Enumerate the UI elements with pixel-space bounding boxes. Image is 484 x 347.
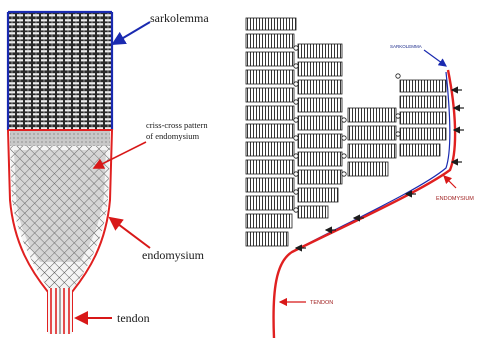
- sarkolemma-arrow: [113, 22, 150, 44]
- endomysium-transition-band: [10, 130, 110, 146]
- criss-cross-label-line1: criss-cross pattern: [146, 120, 208, 130]
- tendon-strands: [48, 288, 72, 334]
- sarkolemma-label: sarkolemma: [150, 11, 209, 25]
- sarkolemma-label-right: SARKOLEMMA: [390, 44, 422, 49]
- sarkolemma-arrow-right: [424, 50, 446, 66]
- endomysium-label: endomysium: [142, 248, 205, 262]
- endomysium-arrow-right: [444, 176, 456, 188]
- left-figure: sarkolemma criss-cross pattern of endomy…: [8, 11, 209, 334]
- striated-fiber-top: [8, 12, 112, 130]
- endomysium-label-right: ENDOMYSIUM: [436, 196, 474, 202]
- criss-cross-label-line2: of endomysium: [146, 131, 200, 141]
- tendon-label: tendon: [117, 311, 150, 325]
- endomysium-arrow: [110, 218, 150, 248]
- tendon-label-right: TENDON: [310, 300, 333, 306]
- myofibril-blocks: [246, 18, 446, 246]
- right-figure: SARKOLEMMA ENDOMYSIUM TENDON: [246, 18, 474, 338]
